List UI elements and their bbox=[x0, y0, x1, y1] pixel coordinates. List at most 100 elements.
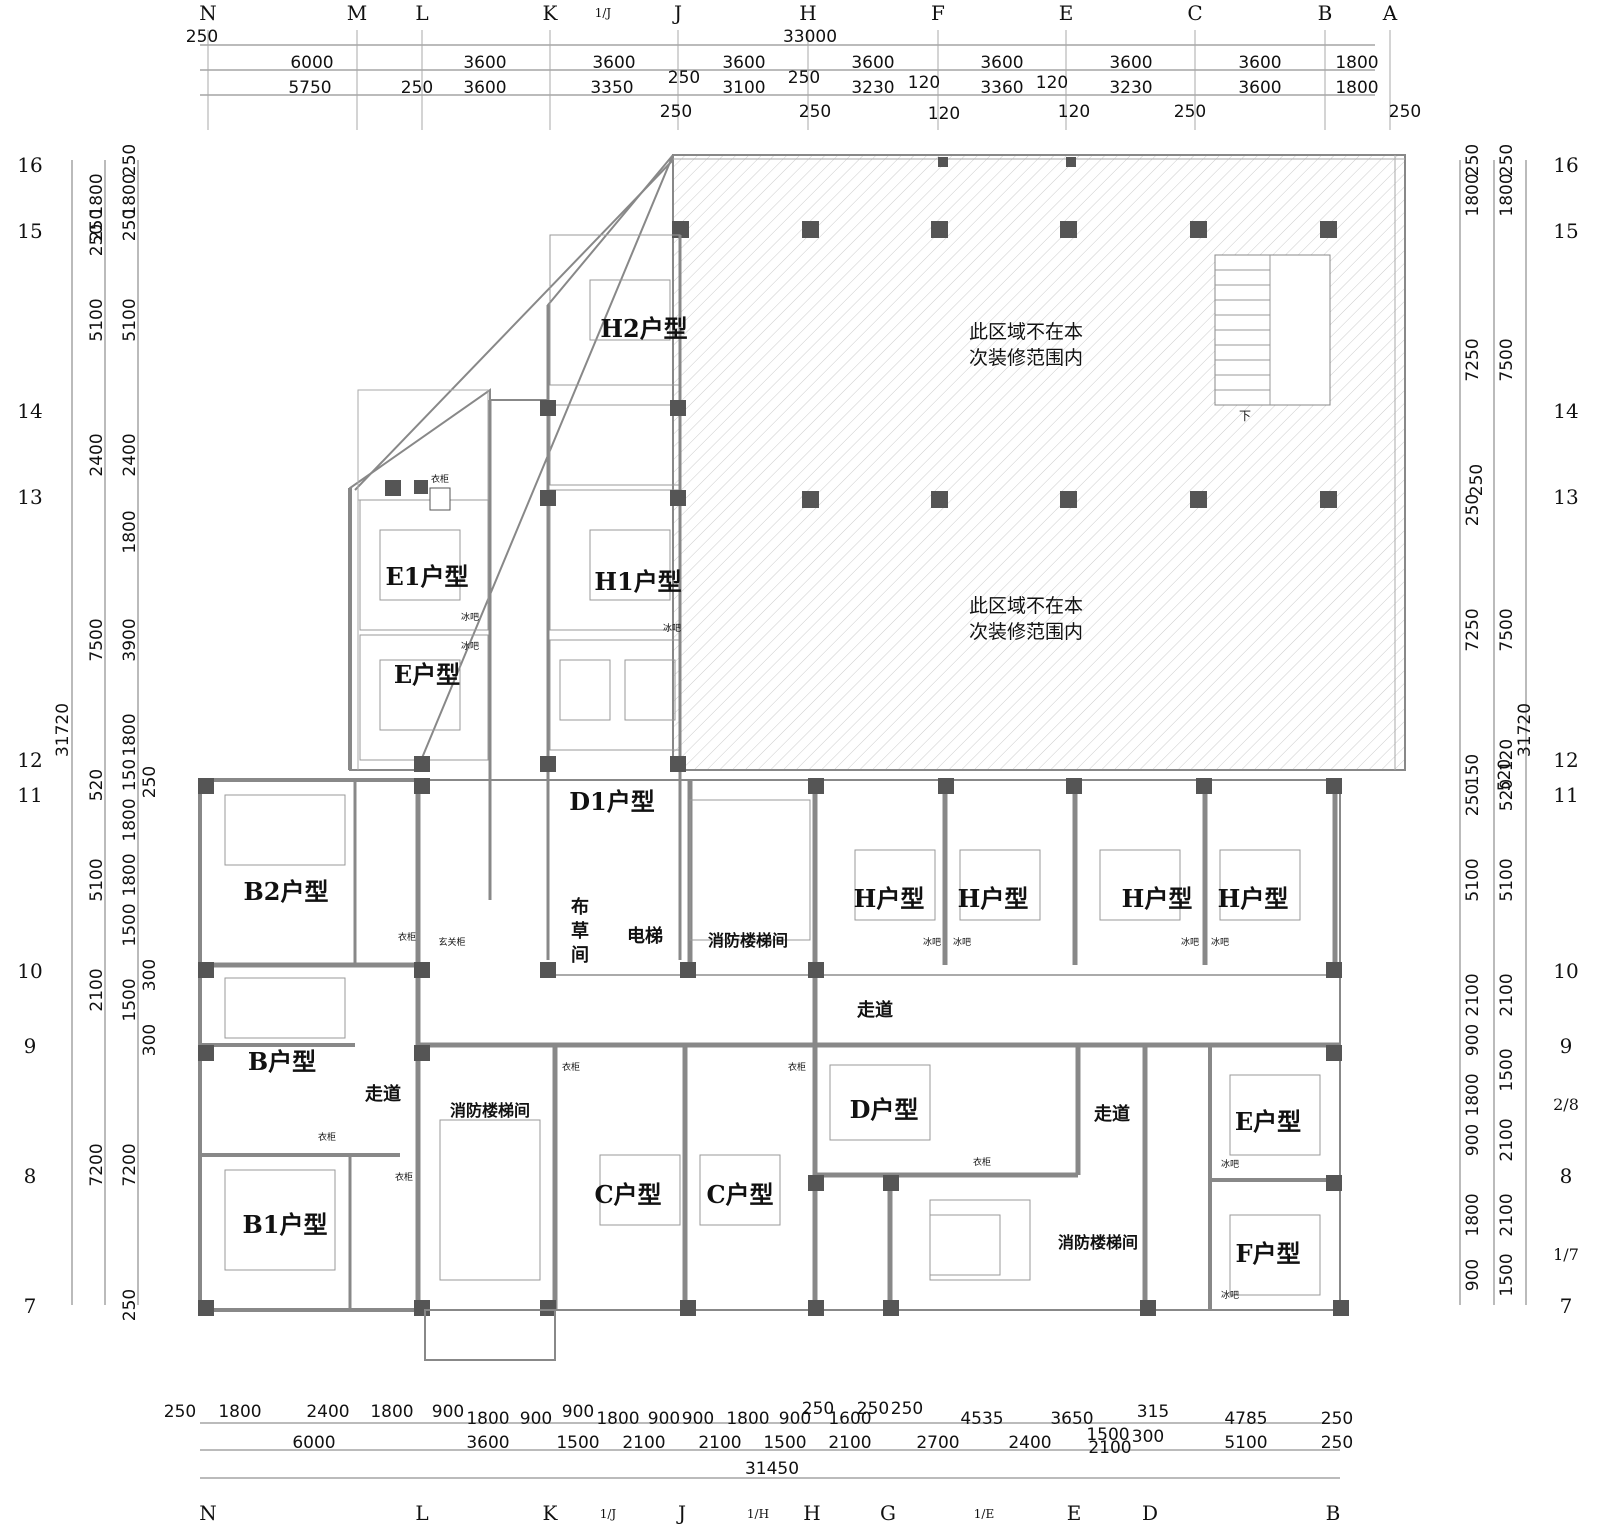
dim-text: 120 bbox=[1036, 73, 1068, 93]
dim-text: 3600 bbox=[592, 53, 635, 73]
dim-text: 120 bbox=[1058, 102, 1090, 122]
dim-text: 250 bbox=[660, 102, 692, 122]
dim-text: 2100 bbox=[1497, 1193, 1517, 1236]
dim-text: 2700 bbox=[916, 1433, 959, 1453]
axis-label: L bbox=[415, 1501, 428, 1525]
dim-text: 3600 bbox=[1238, 78, 1281, 98]
dim-text: 4785 bbox=[1224, 1409, 1267, 1429]
axis-label: C bbox=[1187, 1, 1202, 25]
axis-label: H bbox=[803, 1501, 820, 1525]
dim-text: 250 bbox=[1463, 494, 1483, 526]
dim-text: 900 bbox=[432, 1402, 464, 1422]
dim-text: 7200 bbox=[120, 1143, 140, 1186]
room-f: F户型 bbox=[1235, 1239, 1300, 1268]
wardrobe-label: 衣柜 bbox=[431, 473, 449, 485]
axis-label: E bbox=[1059, 1, 1074, 25]
axis-label: 1/7 bbox=[1553, 1245, 1579, 1264]
minibar-label: 冰吧 bbox=[953, 936, 971, 948]
dim-text: 120 bbox=[928, 104, 960, 124]
axis-label: K bbox=[543, 1501, 559, 1525]
dim-text: 1800 bbox=[120, 853, 140, 896]
left-dimension-group: 16 15 14 13 12 11 10 9 8 7 250 1800 250 … bbox=[17, 144, 160, 1321]
minibar-label: 冰吧 bbox=[663, 622, 681, 634]
room-h2: H2户型 bbox=[600, 314, 687, 343]
dim-text: 5100 bbox=[120, 298, 140, 341]
room-b: B户型 bbox=[248, 1047, 316, 1076]
dim-text: 1800 bbox=[596, 1409, 639, 1429]
dim-text: 150 bbox=[120, 759, 140, 791]
axis-label: E bbox=[1067, 1501, 1082, 1525]
dim-text: 1800 bbox=[370, 1402, 413, 1422]
dim-text: 250 bbox=[120, 1289, 140, 1321]
corridor-main-label: 走道 bbox=[857, 999, 893, 1021]
dim-text: 2100 bbox=[1497, 1118, 1517, 1161]
axis-label: B bbox=[1326, 1501, 1341, 1525]
dim-total-left: 31720 bbox=[53, 703, 73, 757]
dim-text: 2400 bbox=[87, 433, 107, 476]
excluded-area: 下 此区域不在本 次装修范围内 此区域不在本 次装修范围内 bbox=[672, 154, 1406, 771]
dim-text: 5100 bbox=[1463, 858, 1483, 901]
room-d1: D1户型 bbox=[569, 787, 655, 816]
axis-label: L bbox=[415, 1, 428, 25]
excluded-label: 此区域不在本 bbox=[969, 595, 1083, 617]
axis-label: 8 bbox=[24, 1164, 37, 1188]
room-b2: B2户型 bbox=[244, 877, 329, 906]
dim-text: 250 bbox=[120, 209, 140, 241]
dim-text: 5100 bbox=[87, 858, 107, 901]
axis-label: N bbox=[199, 1, 217, 25]
dim-text: 3350 bbox=[590, 78, 633, 98]
dim-text: 3650 bbox=[1050, 1409, 1093, 1429]
dim-text: 2100 bbox=[698, 1433, 741, 1453]
axis-label: A bbox=[1382, 1, 1398, 25]
dim-text: 3100 bbox=[722, 78, 765, 98]
dim-text: 2100 bbox=[828, 1433, 871, 1453]
dim-total-top: 33000 bbox=[783, 27, 837, 47]
dim-text: 900 bbox=[682, 1409, 714, 1429]
dim-text: 2100 bbox=[87, 968, 107, 1011]
dim-text: 250 bbox=[140, 766, 160, 798]
dim-text: 250 bbox=[1467, 464, 1487, 496]
dim-text: 1800 bbox=[120, 713, 140, 756]
axis-label: G bbox=[880, 1501, 896, 1525]
dim-text: 250 bbox=[857, 1399, 889, 1419]
dim-text: 520 bbox=[1495, 759, 1515, 791]
dim-text: 2400 bbox=[306, 1402, 349, 1422]
minibar-label: 冰吧 bbox=[1211, 936, 1229, 948]
dim-text: 250 bbox=[120, 144, 140, 176]
minibar-label: 冰吧 bbox=[923, 936, 941, 948]
wardrobe-label: 衣柜 bbox=[395, 1171, 413, 1183]
axis-label: J bbox=[676, 1501, 686, 1525]
minibar-label: 冰吧 bbox=[1181, 936, 1199, 948]
dim-text: 1800 bbox=[726, 1409, 769, 1429]
dim-text: 900 bbox=[1463, 1124, 1483, 1156]
dim-text: 1500 bbox=[120, 903, 140, 946]
room-h-b: H户型 bbox=[958, 884, 1029, 913]
axis-label: 14 bbox=[1553, 399, 1578, 423]
dim-text: 5100 bbox=[1497, 858, 1517, 901]
dim-text: 3600 bbox=[1109, 53, 1152, 73]
dim-text: 7500 bbox=[1497, 608, 1517, 651]
dim-text: 2100 bbox=[1088, 1438, 1131, 1458]
dim-text: 1500 bbox=[120, 978, 140, 1021]
entry-cabinet-label: 玄关柜 bbox=[438, 936, 465, 948]
excluded-label: 次装修范围内 bbox=[969, 347, 1083, 369]
dim-text: 900 bbox=[562, 1402, 594, 1422]
dim-text: 3600 bbox=[463, 53, 506, 73]
elevator-label: 电梯 bbox=[627, 925, 663, 947]
axis-label: B bbox=[1318, 1, 1333, 25]
dim-text: 250 bbox=[788, 68, 820, 88]
dim-text: 300 bbox=[140, 959, 160, 991]
dim-text: 7500 bbox=[87, 618, 107, 661]
axis-label: 9 bbox=[24, 1034, 37, 1058]
axis-label: J bbox=[672, 1, 682, 25]
dim-text: 520 bbox=[1497, 779, 1517, 811]
dim-text: 1500 bbox=[1497, 1048, 1517, 1091]
dim-text: 250 bbox=[1463, 144, 1483, 176]
fire-stair-label: 消防楼梯间 bbox=[1058, 1233, 1138, 1252]
axis-label: 15 bbox=[1553, 219, 1578, 243]
dim-text: 4535 bbox=[960, 1409, 1003, 1429]
minibar-label: 冰吧 bbox=[461, 640, 479, 652]
dim-text: 3600 bbox=[980, 53, 1023, 73]
dim-text: 900 bbox=[779, 1409, 811, 1429]
